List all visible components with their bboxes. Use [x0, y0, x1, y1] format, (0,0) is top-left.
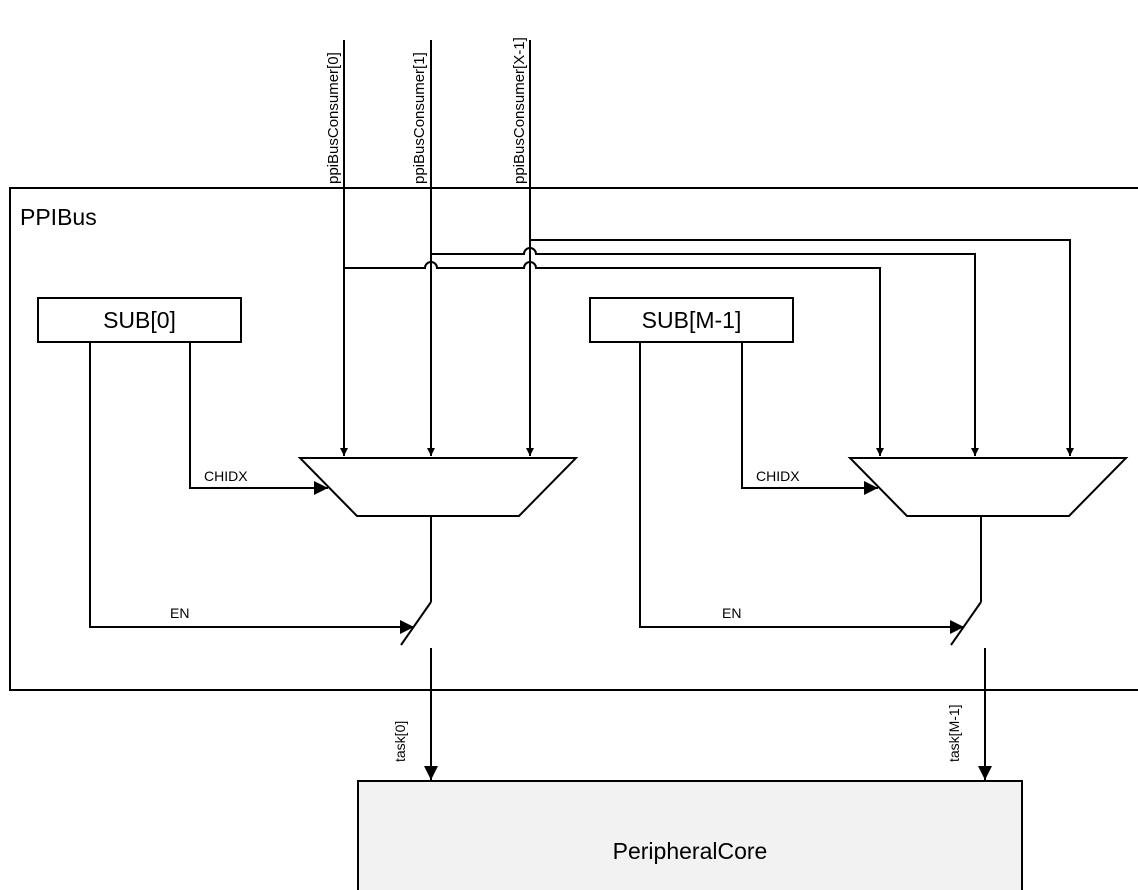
peripheral-core-label: PeripheralCore [613, 838, 768, 864]
bus-input-label-0: ppiBusConsumer[0] [325, 52, 342, 184]
sub-m-1-box [589, 297, 794, 343]
peripheral-core-box [357, 780, 1023, 890]
bus-route-x-1 [530, 239, 1074, 456]
mux-right [847, 457, 1129, 517]
switch-right [950, 601, 982, 646]
en-label-m-1: EN [722, 605, 741, 621]
ppibus-frame [9, 187, 1138, 691]
bus-route-0 [344, 261, 884, 456]
chidx-label-0: CHIDX [204, 468, 248, 484]
switch-left [400, 601, 432, 646]
sub-0-label: SUB[0] [103, 307, 176, 333]
bus-route-1 [431, 247, 979, 456]
chidx-wire-m-1 [741, 342, 878, 495]
en-label-0: EN [170, 605, 189, 621]
bus-input-label-x-1: ppiBusConsumer[X-1] [511, 37, 528, 184]
en-wire-0 [89, 342, 414, 634]
sub-m-1-label: SUB[M-1] [642, 307, 742, 333]
task-m-1-label: task[M-1] [946, 704, 962, 762]
sub-0-box [37, 297, 242, 343]
bus-input-label-1: ppiBusConsumer[1] [411, 52, 428, 184]
task-0-label: task[0] [392, 721, 408, 762]
chidx-label-m-1: CHIDX [756, 468, 800, 484]
ppibus-label: PPIBus [20, 204, 97, 230]
mux-left [297, 457, 579, 517]
chidx-wire-0 [189, 342, 328, 495]
en-wire-m-1 [639, 342, 964, 634]
